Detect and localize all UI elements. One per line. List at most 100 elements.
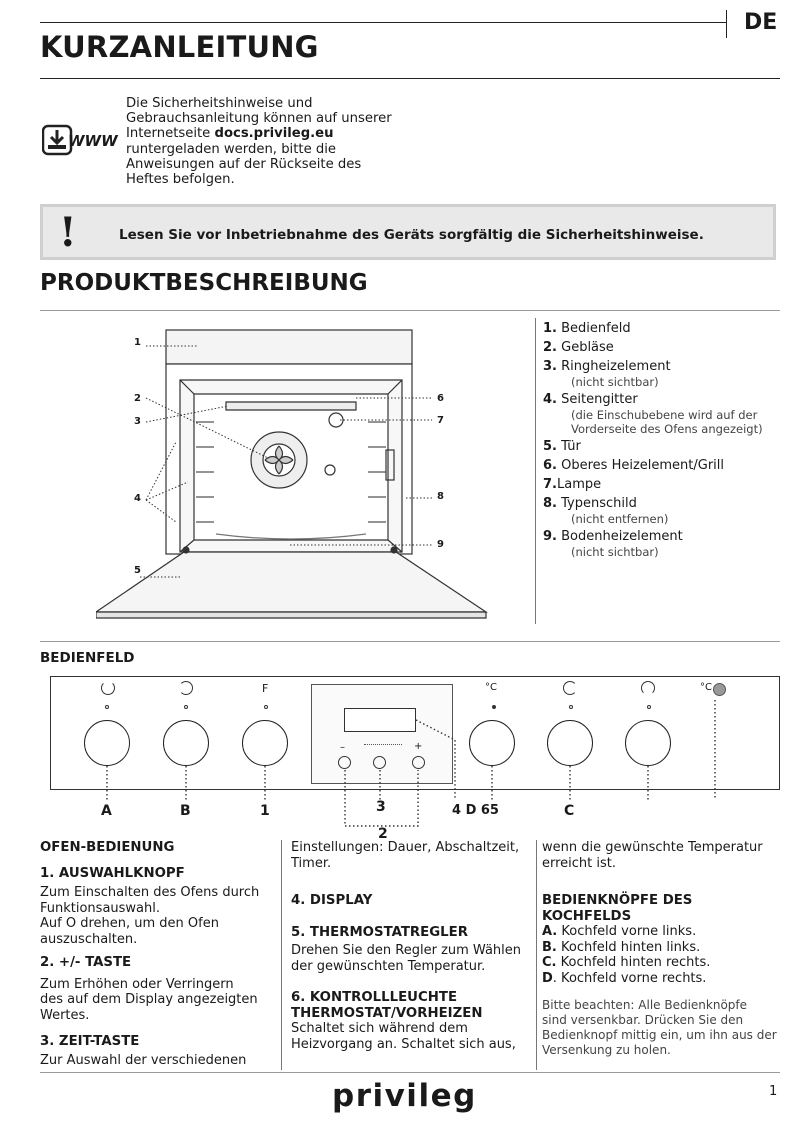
hob-item: C. Kochfeld hinten rechts.: [542, 955, 711, 970]
label-3: 3: [376, 799, 386, 815]
callout-4: 4: [134, 493, 141, 504]
hob-item: A. Kochfeld vorne links.: [542, 924, 697, 939]
minus-button[interactable]: [338, 756, 351, 769]
subheading: 1. AUSWAHLKNOPF: [40, 865, 185, 881]
text-line: des auf dem Display angezeigten: [40, 992, 258, 1007]
column-hob-knobs: wenn die gewünschte Temperatur erreicht …: [542, 840, 782, 1058]
legend-item: 1. Bedienfeld: [543, 321, 631, 336]
text-line: Heizvorgang an. Schaltet sich aus,: [291, 1036, 516, 1052]
header-divider: [726, 10, 727, 38]
subheading: OFEN-BEDIENUNG: [40, 840, 175, 855]
subheading: 2. +/- TASTE: [40, 955, 132, 970]
hob-symbol-icon: [101, 681, 115, 695]
language-badge: DE: [744, 10, 778, 35]
column-separator: [281, 840, 282, 1070]
thermostat-knob[interactable]: [469, 720, 515, 766]
docs-link[interactable]: docs.privileg.eu: [214, 126, 334, 142]
hob-knob-a[interactable]: [84, 720, 130, 766]
callout-6: 6: [437, 393, 444, 404]
indicator-dot: [492, 705, 496, 709]
callout-7: 7: [437, 415, 444, 426]
legend-item: 5. Tür: [543, 439, 581, 454]
time-icons-icon: [364, 744, 402, 751]
label-b: B: [180, 803, 191, 819]
text-line: Funktionsauswahl.: [40, 900, 161, 916]
text-line: Drehen Sie den Regler zum Wählen: [291, 943, 522, 958]
section-heading-product: PRODUKTBESCHREIBUNG: [40, 270, 368, 296]
callout-2: 2: [134, 393, 141, 404]
hob-symbol-icon: [641, 681, 655, 695]
column-separator: [536, 840, 537, 1070]
function-selector-knob[interactable]: [242, 720, 288, 766]
callout-8: 8: [437, 491, 444, 502]
label-c: C: [564, 803, 575, 819]
header-rule: [40, 22, 726, 23]
plus-label: +: [414, 741, 423, 752]
thermostat-light-icon: [713, 683, 726, 696]
text-line: auszuschalten.: [40, 931, 138, 947]
subheading: 5. THERMOSTATREGLER: [291, 924, 468, 940]
indicator-dot: [105, 705, 109, 709]
text-line: Wertes.: [40, 1007, 90, 1023]
label-4-d65: 4 D 65: [452, 803, 499, 818]
footer-rule: [40, 1072, 780, 1073]
display-screen: [344, 708, 416, 732]
text-line: wenn die gewünschte Temperatur: [542, 840, 763, 855]
page-title: KURZANLEITUNG: [40, 30, 319, 64]
text-line: erreicht ist.: [542, 855, 617, 871]
legend-item: 7.Lampe: [543, 477, 602, 492]
parts-legend: 1. Bedienfeld 2. Gebläse 3. Ringheizelem…: [543, 321, 783, 562]
thermostat-celsius-label: °C: [700, 682, 712, 693]
product-rule: [40, 310, 780, 311]
safety-warning-text: Lesen Sie vor Inbetriebnahme des Geräts …: [119, 227, 704, 243]
subheading: BEDIENKNÖPFE DES: [542, 893, 693, 908]
text-line: Auf O drehen, um den Ofen: [40, 916, 219, 931]
legend-item: 2. Gebläse: [543, 340, 614, 355]
text-line: Zum Erhöhen oder Verringern: [40, 976, 234, 992]
text-line: Timer.: [291, 855, 332, 871]
product-separator: [535, 318, 536, 624]
intro-line: Anweisungen auf der Rückseite des: [126, 156, 362, 172]
column-settings: Einstellungen: Dauer, Abschaltzeit, Time…: [291, 840, 531, 1052]
www-label: WWW: [68, 132, 118, 150]
legend-item: 9. Bodenheizelement(nicht sichtbar): [543, 529, 683, 559]
legend-item: 4. Seitengitter(die Einschubebene wird a…: [543, 392, 763, 436]
text-line: Schaltet sich während dem: [291, 1021, 468, 1036]
intro-line: Die Sicherheitshinweise und: [126, 96, 313, 111]
callout-9: 9: [437, 539, 444, 550]
text-line: der gewünschten Temperatur.: [291, 958, 486, 974]
label-2: 2: [378, 826, 388, 842]
indicator-dot: [569, 705, 573, 709]
page-number: 1: [769, 1084, 778, 1099]
label-a: A: [101, 803, 112, 819]
intro-line: Heftes befolgen.: [126, 172, 235, 188]
subheading: 4. DISPLAY: [291, 893, 373, 908]
legend-item: 6. Oberes Heizelement/Grill: [543, 458, 725, 473]
callout-5: 5: [134, 565, 141, 576]
subheading: 3. ZEIT-TASTE: [40, 1034, 140, 1049]
callout-3: 3: [134, 416, 141, 427]
download-www-icon: WWW: [41, 124, 124, 160]
note-line: sind versenkbar. Drücken Sie den: [542, 1013, 744, 1027]
column-oven-operation: OFEN-BEDIENUNG 1. AUSWAHLKNOPF Zum Einsc…: [40, 838, 276, 1068]
celsius-label: °C: [485, 682, 497, 693]
plus-button[interactable]: [412, 756, 425, 769]
brand-logo: privileg: [332, 1078, 477, 1114]
function-f-label: F: [262, 682, 269, 695]
legend-item: 3. Ringheizelement(nicht sichtbar): [543, 359, 671, 389]
intro-line: runtergeladen werden, bitte die: [126, 141, 337, 157]
text-line: Zum Einschalten des Ofens durch: [40, 885, 260, 900]
exclamation-icon: !: [59, 209, 77, 256]
download-icon: [41, 124, 73, 156]
hob-knob-d[interactable]: [625, 720, 671, 766]
time-button[interactable]: [373, 756, 386, 769]
hob-knob-b[interactable]: [163, 720, 209, 766]
hob-item: D. Kochfeld vorne rechts.: [542, 970, 707, 986]
hob-knob-c[interactable]: [547, 720, 593, 766]
subheading: THERMOSTAT/VORHEIZEN: [291, 1005, 483, 1021]
note-line: Bitte beachten: Alle Bedienknöpfe: [542, 998, 748, 1012]
intro-line: Gebrauchsanleitung können auf unserer: [126, 111, 392, 127]
callout-1: 1: [134, 337, 141, 348]
legend-item: 8. Typenschild(nicht entfernen): [543, 496, 669, 526]
